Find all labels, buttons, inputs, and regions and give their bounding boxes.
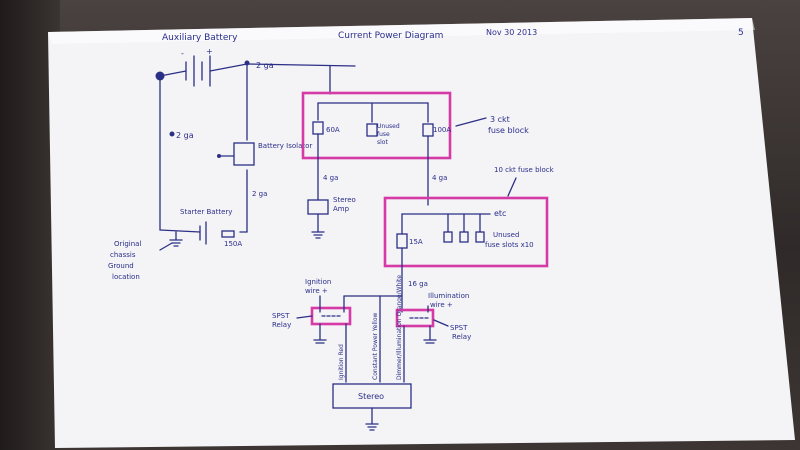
aux-plus: +	[206, 47, 213, 56]
left-gauge-label: 2 ga	[176, 131, 194, 140]
fuse-150a-label: 150A	[224, 240, 242, 248]
starter-battery-label: Starter Battery	[180, 208, 232, 216]
chassis-ground	[159, 231, 183, 251]
top-gauge-label: 2 ga	[256, 61, 274, 70]
battery-isolator	[233, 142, 255, 166]
page-mark: 5	[738, 28, 744, 38]
block3-label-line2: fuse block	[488, 126, 529, 135]
amp-label-line1: Stereo	[333, 196, 356, 204]
etc-label: etc	[494, 209, 506, 218]
aux-battery-title: Auxiliary Battery	[162, 33, 238, 43]
unused-slots-line1: Unused	[493, 231, 519, 239]
paper-sheet	[48, 18, 795, 448]
illumination-line1: Illumination	[428, 292, 469, 300]
aux-minus: -	[181, 49, 184, 58]
ground-label-line1: Original	[114, 240, 141, 248]
relay-right-line1: SPST	[450, 324, 468, 332]
ignition-wire-line1: Ignition	[305, 278, 331, 286]
unused-slot-line2: fuse	[377, 131, 390, 138]
fuse-100a-label: 100A	[433, 126, 451, 134]
amp-ground	[311, 213, 325, 239]
isolator-gauge-label: 2 ga	[252, 190, 267, 198]
fuse-60a-label: 60A	[326, 126, 340, 134]
ground-label-line4: location	[112, 273, 140, 281]
fuse-block-10ckt-highlight	[383, 196, 549, 268]
amp-label-line2: Amp	[333, 205, 350, 213]
unused-slots-line2: fuse slots x10	[485, 241, 534, 249]
unused-slot-line3: slot	[377, 139, 388, 146]
wire-constant-label: Constant Power Yellow	[372, 313, 379, 380]
diagram-date: Nov 30 2013	[486, 28, 537, 37]
wire-ignition-label: Ignition Red	[338, 344, 345, 380]
isolator-label: Battery Isolator	[258, 142, 312, 150]
gauge-16-label: 16 ga	[408, 280, 428, 288]
ground-label-line3: Ground	[108, 262, 134, 270]
block10-arrow	[507, 177, 517, 197]
fuse-block-3ckt-highlight	[301, 91, 452, 160]
relay-grounds	[313, 339, 437, 344]
ground-label-line2: chassis	[110, 251, 136, 259]
left-wire-dot	[169, 131, 175, 137]
relay-left-line2: Relay	[272, 321, 291, 329]
fuse-block-10ckt	[396, 213, 491, 313]
gauge-4a-label: 4 ga	[323, 174, 338, 182]
wire-dimmer-label: Dimmer/Illumination Orange/White	[396, 275, 403, 380]
unused-slot-line1: Unused	[377, 123, 400, 130]
fuse-block-3ckt	[312, 102, 434, 206]
relay-right-line2: Relay	[452, 333, 471, 341]
ignition-wire-line2: wire +	[305, 287, 328, 295]
fuse-150a	[221, 230, 235, 238]
diagram-title: Current Power Diagram	[338, 31, 443, 41]
stereo-ground	[365, 407, 379, 431]
block3-arrow	[455, 117, 487, 127]
relay-wiring	[319, 295, 431, 383]
relay-left-line1: SPST	[272, 312, 290, 320]
starter-battery-symbol	[199, 221, 207, 245]
gauge-4b-label: 4 ga	[432, 174, 447, 182]
main-wires	[159, 63, 356, 233]
relay-right-highlight	[395, 308, 435, 328]
stereo-label: Stereo	[358, 392, 384, 401]
block10-label: 10 ckt fuse block	[494, 166, 555, 174]
block3-label-line1: 3 ckt	[490, 115, 510, 124]
illumination-line2: wire +	[430, 301, 453, 309]
fuse-15a-label: 15A	[409, 238, 423, 246]
